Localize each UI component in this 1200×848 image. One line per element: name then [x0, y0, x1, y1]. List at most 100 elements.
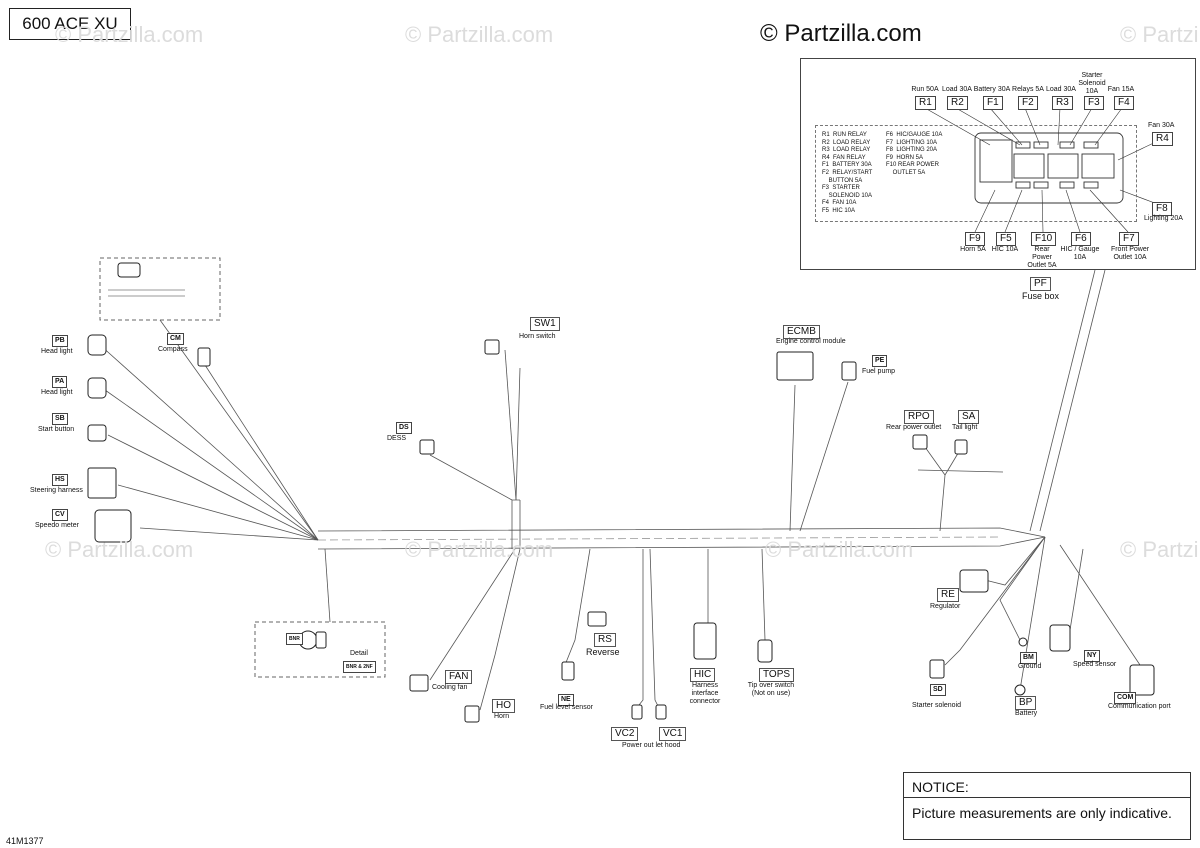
- fuse-legend: R1 RUN RELAY R2 LOAD RELAY R3 LOAD RELAY…: [815, 125, 1137, 222]
- fuse-code-f10: F10: [1031, 232, 1057, 246]
- vc2-code: VC2: [611, 727, 639, 741]
- detail-connector-icon: [315, 631, 327, 649]
- regulator-connector-icon: [959, 569, 989, 593]
- fuse-label-f2: Relays 5A: [1012, 86, 1044, 93]
- fuse-label-f5: HIC 10A: [991, 246, 1019, 253]
- cooling-fan-connector-icon: [409, 674, 429, 692]
- rear-outlet-label: Rear power outlet: [886, 424, 942, 431]
- fuse-code-f7: F7: [1119, 232, 1139, 246]
- battery-label: Battery: [1015, 710, 1038, 717]
- fuse-box-code: PF: [1030, 277, 1051, 291]
- ecm-connector-icon: [776, 351, 814, 381]
- fuse-label-f6: HIC / Gauge 10A: [1060, 246, 1100, 261]
- fuse-code-f3: F3: [1084, 96, 1104, 110]
- regulator-label: Regulator: [930, 603, 961, 610]
- battery-terminal-icon: [1014, 684, 1026, 696]
- fuse-label-f7: Front Power Outlet 10A: [1110, 246, 1150, 261]
- fuse-label-r3: Load 30A: [1046, 86, 1076, 93]
- fuel-pump-connector-icon: [841, 361, 857, 381]
- watermark-top-mid: © Partzilla.com: [405, 22, 554, 47]
- notice-box: NOTICE: Picture measurements are only in…: [903, 772, 1191, 840]
- fuse-code-r4: R4: [1152, 132, 1173, 146]
- fuel-level-label: Fuel level sensor: [540, 704, 593, 711]
- power-outlet-label: Power out let hood: [622, 742, 681, 749]
- fuse-label-f10: Rear Power Outlet 5A: [1027, 246, 1057, 269]
- starter-solenoid-connector-icon: [929, 659, 945, 679]
- fuse-code-f4: F4: [1114, 96, 1134, 110]
- fuse-code-f2: F2: [1018, 96, 1038, 110]
- fuse-legend-left: R1 RUN RELAY R2 LOAD RELAY R3 LOAD RELAY…: [822, 132, 873, 214]
- steering-harness-connector-icon: [87, 467, 117, 499]
- brand-copyright: © Partzilla.com: [760, 20, 922, 47]
- fuse-code-f9: F9: [965, 232, 985, 246]
- compass-connector-icon: [117, 262, 141, 278]
- fuse-label-f4: Fan 15A: [1107, 86, 1135, 93]
- ground-code: BM: [1020, 652, 1037, 664]
- dess-label: DESS: [387, 435, 407, 442]
- fuse-label-f8: Lighting 20A: [1144, 215, 1183, 222]
- horn-switch-label: Horn switch: [519, 333, 556, 340]
- model-title: 600 ACE XU: [9, 8, 131, 40]
- tail-light-label: Tail light: [952, 424, 978, 431]
- watermark-mid-center: © Partzilla.com: [405, 537, 554, 562]
- steering-harness-code: HS: [52, 474, 68, 486]
- compass-code: CM: [167, 333, 184, 345]
- ecm-code: ECMB: [783, 325, 820, 339]
- notice-title: NOTICE:: [912, 779, 969, 795]
- watermark-mid-far-right: © Partzilla.com: [1120, 537, 1200, 562]
- fuse-label-r2: Load 30A: [942, 86, 972, 93]
- watermark-mid-right: © Partzilla.com: [765, 537, 914, 562]
- watermark-mid-left: © Partzilla.com: [45, 537, 194, 562]
- rear-outlet-connector-icon: [912, 434, 928, 450]
- watermark-top-right: © Partzilla.com: [1120, 22, 1200, 47]
- vc1-code: VC1: [659, 727, 687, 741]
- vc2-connector-icon: [631, 704, 643, 720]
- detail-code: BNR: [286, 633, 303, 645]
- reverse-connector-icon: [587, 611, 607, 627]
- tops-label: Tip over switch (Not on use): [747, 682, 795, 697]
- starter-solenoid-label: Starter solenoid: [912, 702, 962, 709]
- dess-connector-icon: [419, 439, 435, 455]
- hic-label: Harness interface connector: [689, 682, 721, 705]
- fuel-pump-code: PE: [872, 355, 888, 367]
- tail-light-code: SA: [958, 410, 980, 424]
- headlight-b-connector-icon: [87, 334, 107, 356]
- detail-codes: BNR & 2NF: [343, 661, 376, 673]
- fuse-label-f9: Horn 5A: [960, 246, 986, 253]
- start-button-connector-icon: [87, 424, 107, 442]
- speed-sensor-connector-icon: [1049, 624, 1071, 652]
- horn-label: Horn: [494, 713, 510, 720]
- ground-terminal-icon: [1018, 637, 1028, 647]
- fuse-block-icon: [974, 132, 1124, 204]
- headlight-b-code: PB: [52, 335, 68, 347]
- comm-port-connector-icon: [1129, 664, 1155, 696]
- ecm-label: Engine control module: [776, 338, 846, 345]
- dess-code: DS: [396, 422, 412, 434]
- hic-connector-icon: [693, 622, 717, 660]
- detail-label: Detail: [350, 650, 368, 657]
- fuel-pump-label: Fuel pump: [862, 368, 896, 375]
- reverse-label: Reverse: [586, 647, 620, 657]
- steering-harness-label: Steering harness: [30, 487, 83, 494]
- fuse-box-panel: [800, 58, 1196, 270]
- speed-sensor-label: Speed sensor: [1073, 661, 1117, 668]
- starter-solenoid-code: SD: [930, 684, 946, 696]
- notice-text: Picture measurements are only indicative…: [912, 805, 1172, 821]
- fuse-code-f5: F5: [996, 232, 1016, 246]
- tops-connector-icon: [757, 639, 773, 663]
- ground-label: Ground: [1018, 663, 1042, 670]
- compass-plug-icon: [197, 347, 211, 367]
- headlight-a-connector-icon: [87, 377, 107, 399]
- headlight-a-label: Head light: [41, 389, 73, 396]
- comm-port-label: Communication port: [1108, 703, 1171, 710]
- tops-code: TOPS: [759, 668, 795, 682]
- tail-light-connector-icon: [954, 439, 968, 455]
- horn-switch-connector-icon: [484, 339, 500, 355]
- vc1-connector-icon: [655, 704, 667, 720]
- fuse-code-f8: F8: [1152, 202, 1172, 216]
- horn-code: HO: [492, 699, 515, 713]
- hic-code: HIC: [690, 668, 716, 682]
- start-button-label: Start button: [38, 426, 75, 433]
- comm-port-code: COM: [1114, 692, 1137, 704]
- cooling-fan-code: FAN: [445, 670, 473, 684]
